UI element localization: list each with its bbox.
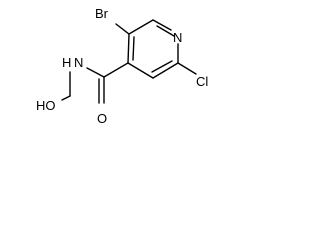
bond-c4-c5 — [127, 33, 130, 64]
atom-bromine-label: Br — [95, 6, 109, 21]
bond-c6-n1 — [152, 19, 172, 31]
bond-c5-br — [115, 23, 130, 35]
bond-c4-carbonyl — [103, 62, 129, 78]
bond-carbonyl-n — [86, 67, 105, 78]
molecule-structure: Br N Cl O H N HO — [36, 6, 208, 126]
atom-chlorine-label: Cl — [196, 74, 208, 89]
atom-amide-h-label: H — [62, 55, 71, 70]
molecule-canvas: Br N Cl O H N HO — [0, 0, 237, 137]
bond-o-h — [61, 95, 71, 101]
bond-c2-c3 — [152, 62, 179, 79]
atom-amide-n-label: N — [74, 55, 83, 70]
bond-c6-n1-double — [156, 25, 175, 37]
atom-hydroxyl-label: HO — [36, 98, 56, 113]
bond-c5-c6 — [128, 19, 154, 35]
bond-c3-c4 — [127, 62, 154, 79]
atom-amide-oxygen-label: O — [97, 111, 107, 126]
bond-c2-c3-double — [151, 60, 173, 73]
atom-ring-nitrogen-label: N — [173, 30, 182, 45]
bond-c4-c5-double — [132, 36, 135, 61]
bond-c2-cl — [177, 62, 197, 75]
